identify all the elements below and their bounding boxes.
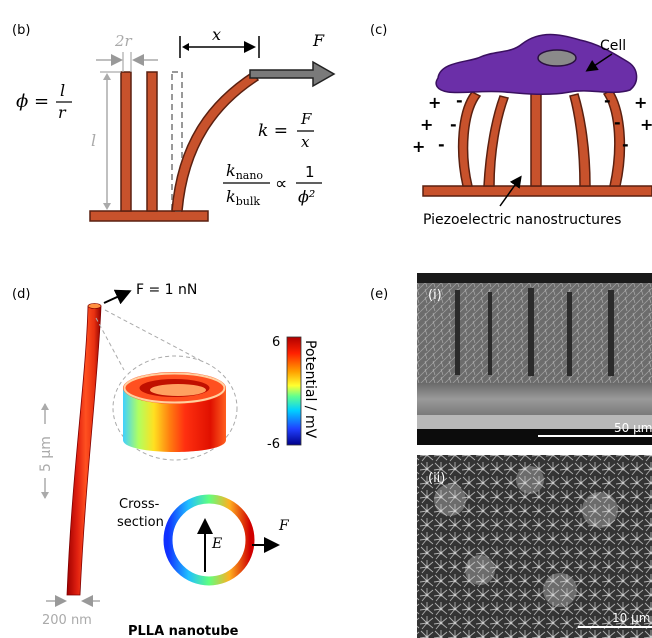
sem-i-scale: 50 μm — [614, 421, 652, 435]
cross-section-label-2: section — [117, 515, 164, 530]
cross-section-inner — [173, 504, 245, 576]
sem-image-i — [417, 273, 652, 445]
stiffness-equation: k = F x — [258, 110, 314, 151]
charge-r1: - — [604, 91, 611, 110]
pillar-bent — [171, 70, 260, 212]
cell-body — [435, 33, 638, 96]
dim-l-label: l — [91, 131, 96, 150]
panel-c: (c) Cell + - + - + - - + - + - Piezoelec… — [370, 23, 652, 228]
scale-200nm-label: 200 nm — [42, 613, 92, 628]
inset-tube-ring — [123, 372, 226, 404]
cell-nucleus — [537, 49, 577, 67]
pillar-2 — [146, 71, 158, 212]
aspect-den: r — [58, 103, 67, 122]
scale-5um-arrow-bottom — [41, 492, 49, 499]
k-den: x — [301, 133, 310, 151]
charge-l2: - — [456, 91, 463, 110]
panel-b: (b) ϕ = l r F 2r l — [12, 23, 336, 222]
inset-circle — [112, 355, 238, 461]
nanowire-4 — [569, 93, 591, 187]
ratio-rhs-num: 1 — [305, 163, 315, 181]
force-label-d: F = 1 nN — [136, 282, 197, 298]
scale-5um-label: 5 μm — [38, 436, 54, 472]
colorbar-min: -6 — [267, 437, 280, 452]
cell-label: Cell — [600, 38, 626, 54]
force-arrow-b — [249, 60, 336, 88]
cross-section-ring — [163, 494, 255, 586]
sem-ii-label: (ii) — [428, 471, 445, 486]
scale-5um-arrow-top — [41, 403, 49, 410]
colorbar-label: Potential / mV — [302, 340, 318, 439]
panel-e: (e) (i) 50 μm (i — [370, 273, 652, 638]
panel-d: (d) F = 1 nN 6 -6 Potential / mV 5 μm 20… — [12, 282, 318, 638]
pillar-1 — [120, 71, 132, 212]
ratio-rhs-den: ϕ² — [298, 187, 315, 206]
zoom-line-1 — [104, 309, 201, 361]
sem-i-label: (i) — [428, 288, 442, 303]
force-arrow-d — [103, 289, 132, 305]
panel-d-label: (d) — [12, 287, 30, 302]
k-lhs: k = — [258, 121, 288, 141]
nanowire-2 — [483, 95, 509, 187]
aspect-ratio-equation: ϕ = l r — [16, 81, 72, 122]
cell-pointer — [585, 53, 613, 72]
nano-pointer — [499, 175, 522, 207]
colorbar — [286, 336, 302, 446]
force-label-b: F — [312, 31, 325, 50]
aspect-num: l — [60, 81, 65, 100]
substrate-b — [89, 210, 209, 222]
nanowire-1 — [457, 91, 482, 187]
charge-l5: + — [412, 137, 425, 156]
aspect-lhs: ϕ = — [16, 91, 49, 112]
panel-d-title: PLLA nanotube — [128, 624, 239, 638]
force-label-cs: F — [278, 518, 290, 534]
ratio-den: kbulk — [226, 187, 260, 208]
inset-tube-bore-inner — [150, 384, 206, 396]
inset-tube — [123, 388, 226, 452]
charge-l4: - — [450, 115, 457, 134]
ratio-prop: ∝ — [275, 174, 287, 194]
colorbar-max: 6 — [272, 335, 280, 350]
dim-l-arrow-bottom — [103, 203, 111, 210]
nano-caption: Piezoelectric nanostructures — [423, 212, 621, 228]
dim-2r-label: 2r — [114, 32, 133, 50]
sem-ii-scale: 10 μm — [612, 611, 650, 625]
charge-l6: - — [438, 135, 445, 154]
ratio-num: knano — [226, 161, 263, 182]
nanotube-top — [87, 303, 102, 309]
charge-l3: + — [420, 115, 433, 134]
charge-l1: + — [428, 93, 441, 112]
dim-x-label: x — [212, 25, 221, 44]
k-num: F — [300, 110, 312, 128]
field-label: E — [211, 536, 222, 552]
zoom-line-2 — [95, 317, 125, 371]
panel-e-label: (e) — [370, 287, 388, 302]
sem-image-ii — [417, 455, 652, 638]
dim-x-arrow-start — [182, 43, 189, 51]
cross-section-label-1: Cross- — [119, 497, 160, 512]
charge-r3: - — [614, 113, 621, 132]
substrate-c — [422, 185, 652, 197]
scaling-equation: knano kbulk ∝ 1 ϕ² — [223, 161, 322, 208]
charge-r2: + — [634, 93, 647, 112]
charge-r4: + — [640, 115, 652, 134]
nanowire-3 — [530, 91, 542, 187]
nanotube — [66, 305, 102, 596]
panel-b-label: (b) — [12, 23, 30, 38]
dim-l-arrow-top — [103, 73, 111, 80]
panel-c-label: (c) — [370, 23, 387, 38]
charge-r5: - — [622, 135, 629, 154]
